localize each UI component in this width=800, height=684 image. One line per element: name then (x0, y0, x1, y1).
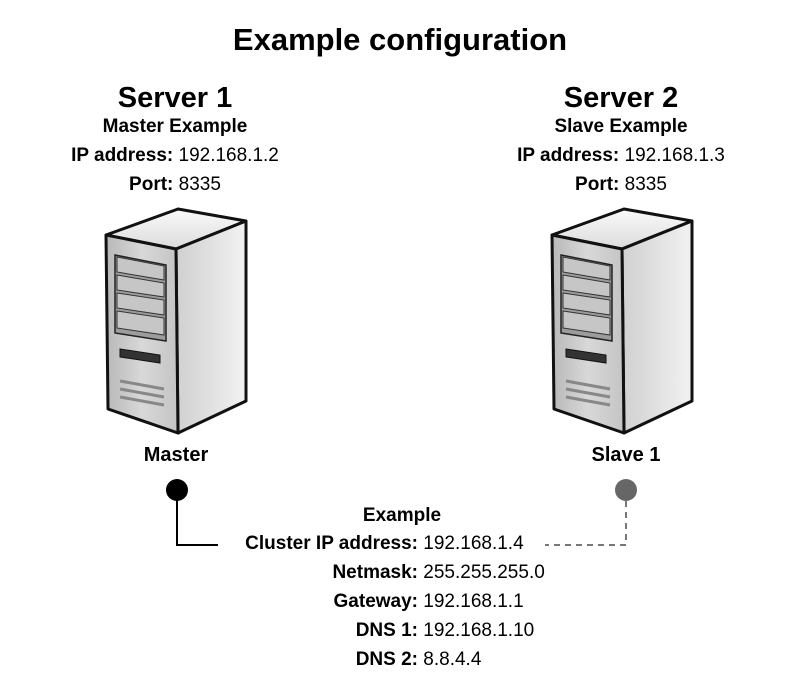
cluster-row-label: Cluster IP address: (245, 533, 418, 554)
cluster-row: DNS 2: 8.8.4.4 (222, 649, 482, 671)
cluster-title: Example (362, 505, 442, 526)
server-1-ip-label: IP address: (71, 145, 174, 166)
server-2-port-value: 8335 (624, 174, 667, 195)
server-1-port-label: Port: (129, 174, 174, 195)
server-2-ip-label: IP address: (517, 145, 620, 166)
server-1-ip-value: 192.168.1.2 (178, 145, 279, 166)
master-connection-line (176, 490, 218, 546)
master-node-dot (166, 479, 188, 501)
cluster-row: DNS 1: 192.168.1.10 (222, 620, 535, 642)
server-2-role: Slave Example (554, 116, 688, 137)
server-2-name: Server 2 (563, 82, 679, 114)
server-1-ip-line: IP address: 192.168.1.2 (40, 145, 310, 167)
server-2-ip-value: 192.168.1.3 (624, 145, 725, 166)
cluster-row-label: DNS 1: (355, 620, 418, 641)
server-1-port-line: Port: 8335 (75, 174, 275, 196)
cluster-row-value: 192.168.1.1 (423, 591, 524, 612)
server-2-port-line: Port: 8335 (521, 174, 721, 196)
cluster-row: Netmask: 255.255.255.0 (222, 562, 545, 584)
cluster-row-value: 255.255.255.0 (423, 562, 545, 583)
server-2-ip-line: IP address: 192.168.1.3 (486, 145, 756, 167)
server-1-name: Server 1 (117, 82, 233, 114)
cluster-row-label: Netmask: (332, 562, 418, 583)
server-1-port-value: 8335 (178, 174, 221, 195)
server-1-tower-icon (104, 207, 248, 435)
cluster-row: Gateway: 192.168.1.1 (222, 591, 524, 613)
cluster-row-value: 8.8.4.4 (423, 649, 482, 670)
diagram-title: Example configuration (232, 22, 568, 57)
cluster-row-value: 192.168.1.10 (423, 620, 535, 641)
server-2-port-label: Port: (575, 174, 620, 195)
cluster-row-label: DNS 2: (355, 649, 418, 670)
slave-node-dot (615, 479, 637, 501)
cluster-row-value: 192.168.1.4 (423, 533, 524, 554)
master-node-label: Master (143, 444, 209, 466)
slave-connection-line (545, 490, 627, 546)
cluster-row-label: Gateway: (333, 591, 418, 612)
server-2-tower-icon (550, 207, 694, 435)
cluster-row: Cluster IP address: 192.168.1.4 (222, 533, 524, 555)
slave-node-label: Slave 1 (591, 444, 661, 466)
server-1-role: Master Example (102, 116, 248, 137)
